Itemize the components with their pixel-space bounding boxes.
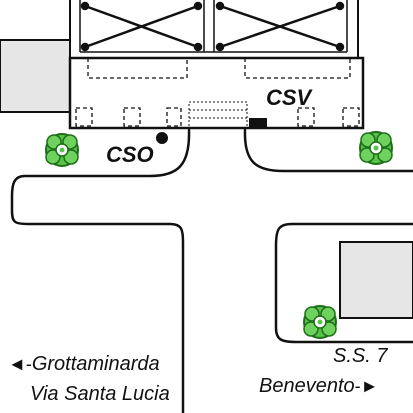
label-grottaminarda-row: ◄-Grottaminarda	[8, 354, 160, 374]
arrow-left-icon: ◄-	[8, 354, 32, 374]
arrow-right-icon: -►	[354, 376, 379, 396]
parking-cross-left	[80, 1, 203, 52]
entrance-canopy	[188, 101, 248, 129]
label-cso: CSO	[106, 142, 154, 167]
label-benevento: Benevento	[259, 375, 355, 397]
label-ss7: S.S. 7	[333, 345, 388, 367]
upper-parking-area	[69, 0, 359, 58]
marker-dot-icon	[156, 132, 168, 144]
label-grottaminarda: Grottaminarda	[31, 353, 160, 375]
label-csv: CSV	[266, 85, 312, 110]
label-benevento-row: Benevento-►	[259, 376, 378, 396]
tree-icon	[303, 305, 337, 339]
tree-icon	[45, 133, 79, 167]
tree-icon	[359, 131, 393, 165]
road-edges	[10, 128, 413, 413]
parking-cross-right	[215, 1, 345, 52]
right-building	[339, 241, 413, 319]
main-building	[68, 56, 365, 130]
label-via-santa-lucia: Via Santa Lucia	[30, 383, 170, 405]
entrance-door	[249, 118, 267, 127]
left-building	[0, 39, 71, 113]
right-lot	[274, 222, 413, 344]
